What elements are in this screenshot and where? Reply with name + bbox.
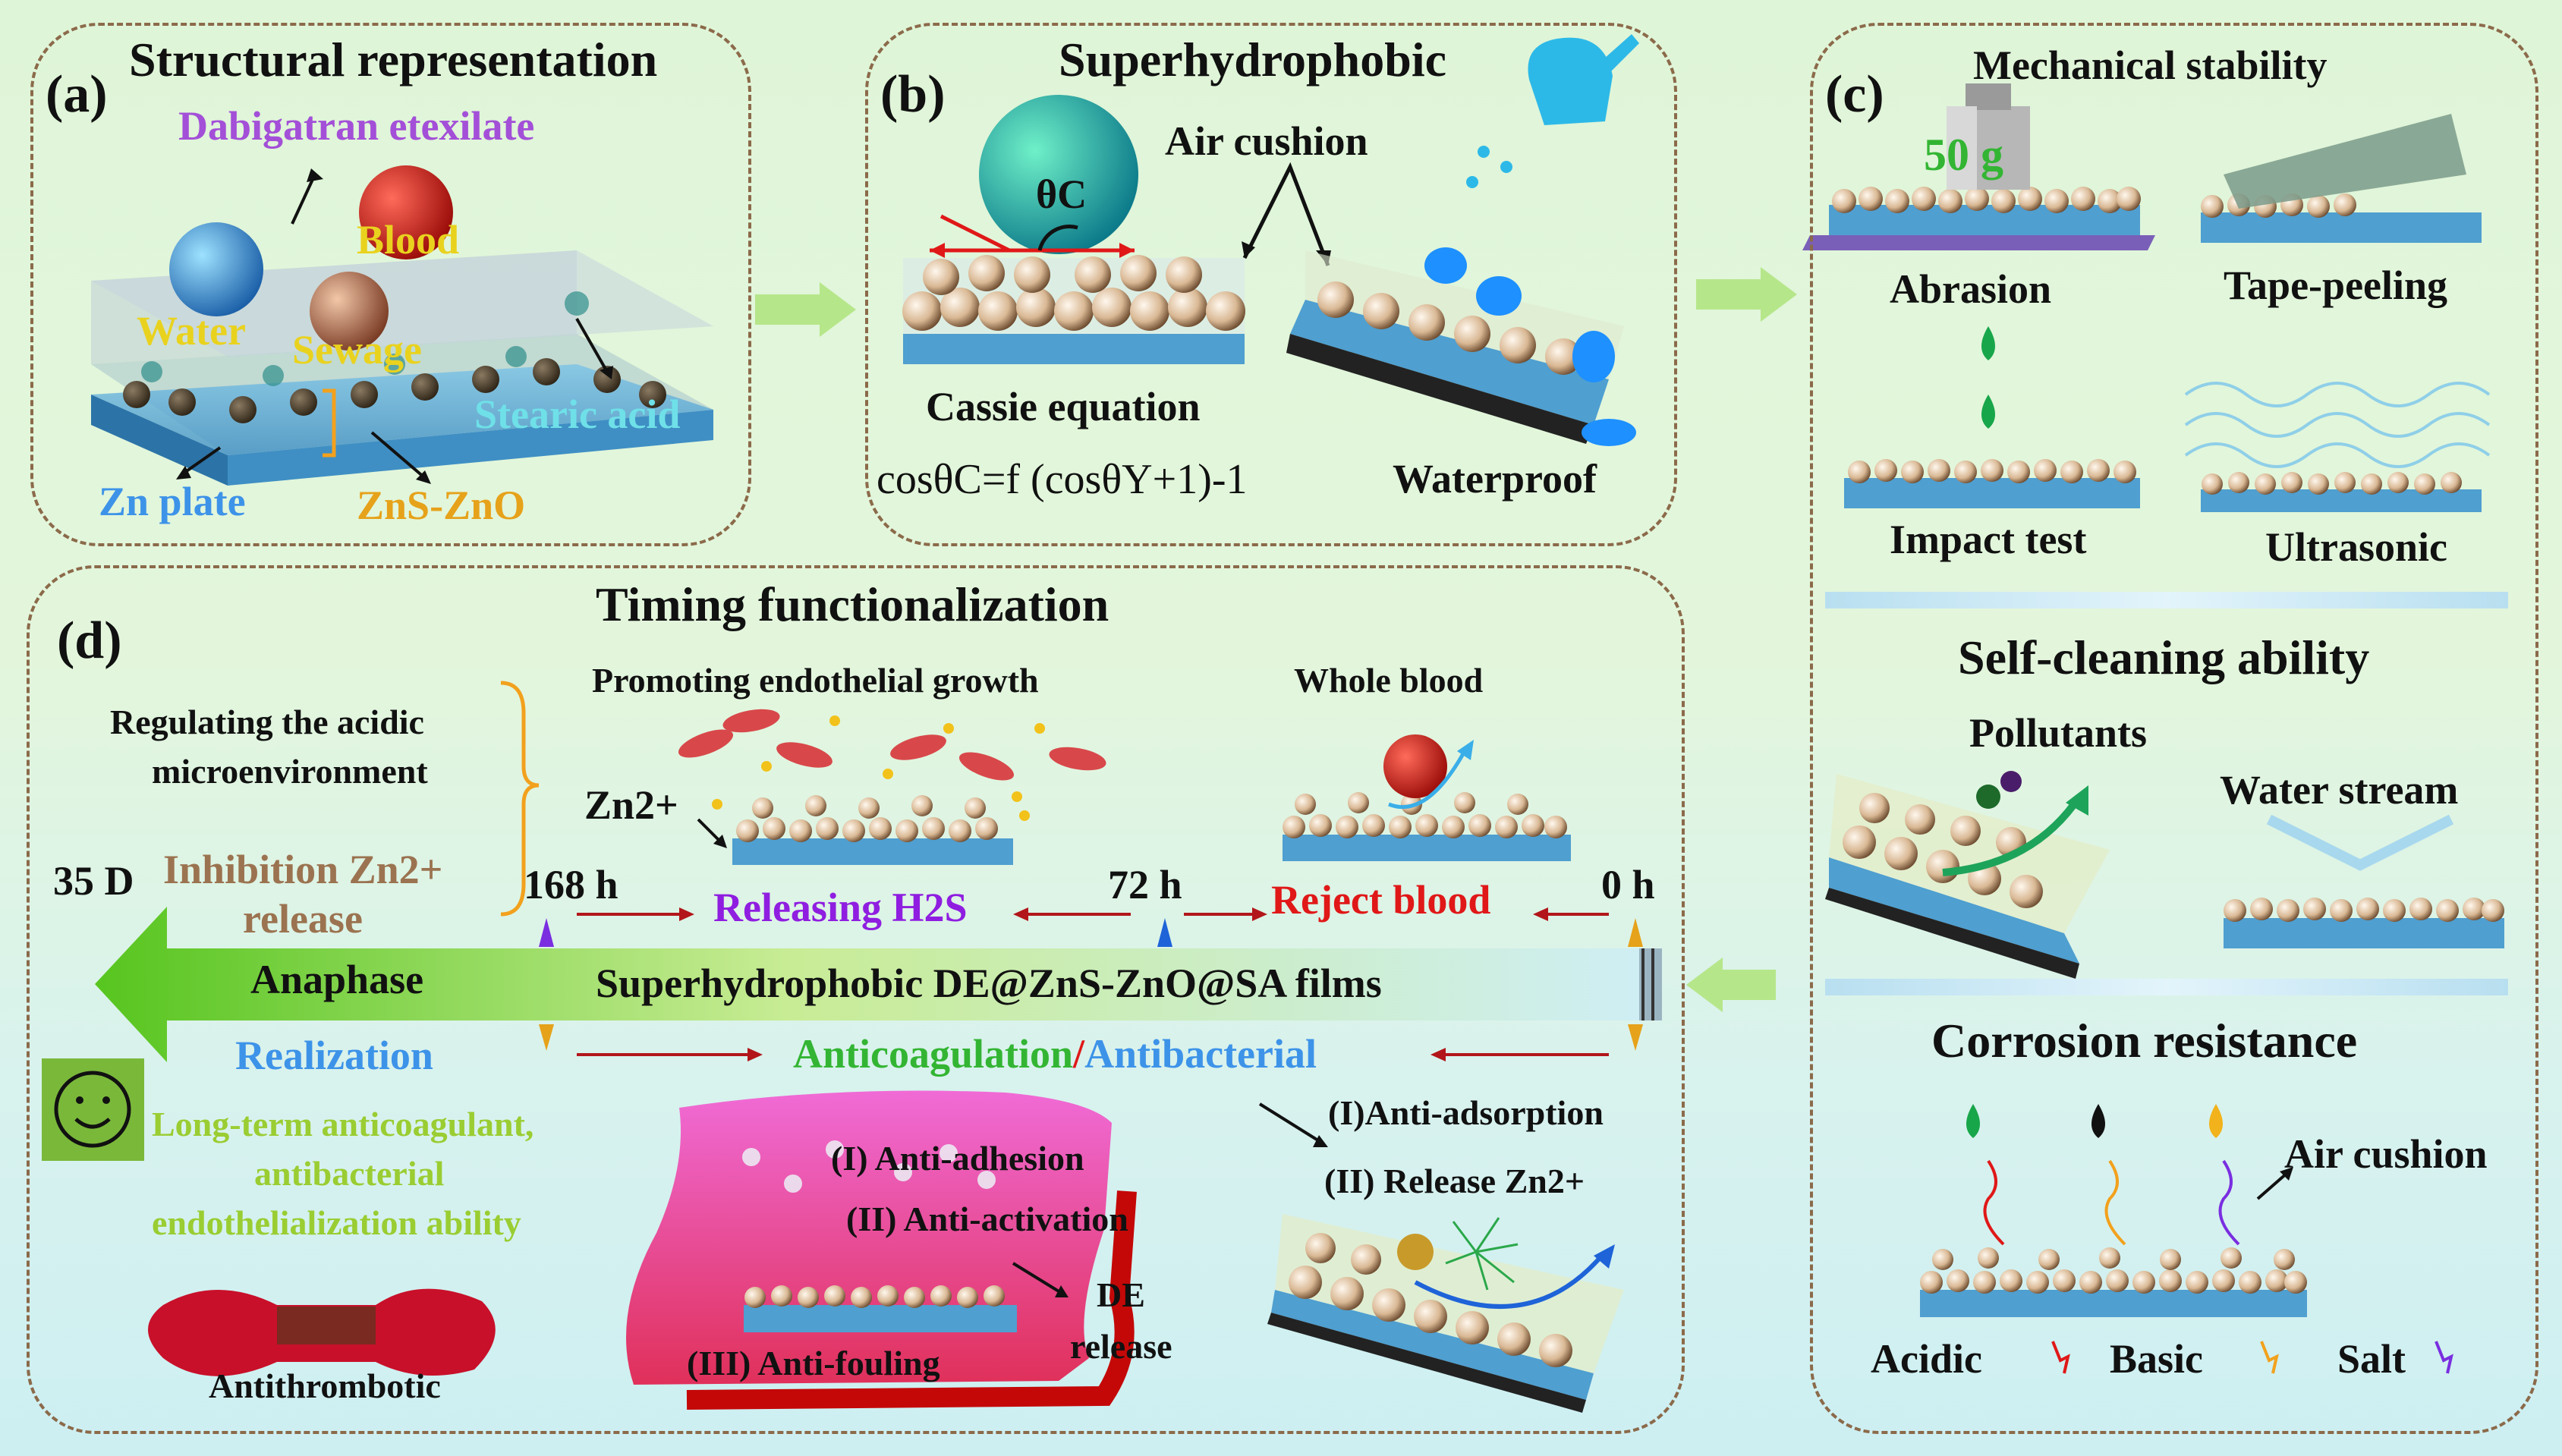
panel-c-graphic bbox=[1802, 83, 2508, 1374]
label-anti-adsorption: (I)Anti-adsorption bbox=[1328, 1093, 1604, 1132]
panel-a-title: Structural representation bbox=[129, 33, 658, 86]
label-zn-plate: Zn plate bbox=[99, 479, 246, 524]
label-weight: 50 g bbox=[1924, 130, 2003, 180]
label-anticoag-antibact: Anticoagulation/Antibacterial bbox=[793, 1030, 1317, 1077]
label-cassie-equation: cosθC=f (cosθY+1)-1 bbox=[877, 456, 1248, 503]
label-promoting: Promoting endothelial growth bbox=[592, 661, 1039, 700]
label-antibacterial: Antibacterial bbox=[1084, 1031, 1317, 1077]
panel-c-title-mechanical: Mechanical stability bbox=[1973, 42, 2328, 88]
label-tape-peeling: Tape-peeling bbox=[2224, 263, 2448, 308]
label-stearic-acid: Stearic acid bbox=[474, 392, 681, 437]
label-blood: Blood bbox=[357, 217, 460, 263]
label-impact-test: Impact test bbox=[1890, 517, 2087, 562]
panel-b-letter: (b) bbox=[880, 65, 946, 124]
label-air-cushion-b: Air cushion bbox=[1165, 118, 1368, 164]
label-salt: Salt bbox=[2337, 1336, 2406, 1382]
panel-b-title: Superhydrophobic bbox=[1059, 33, 1446, 86]
label-ultrasonic: Ultrasonic bbox=[2265, 524, 2447, 570]
label-pollutants: Pollutants bbox=[1969, 710, 2148, 756]
label-release-zn: (II) Release Zn2+ bbox=[1324, 1162, 1585, 1200]
label-basic: Basic bbox=[2110, 1336, 2204, 1382]
label-anticoagulation: Anticoagulation bbox=[793, 1031, 1074, 1077]
panel-a bbox=[30, 23, 751, 546]
label-longterm-1: Long-term anticoagulant, bbox=[152, 1105, 534, 1143]
label-longterm-3: endothelialization ability bbox=[152, 1203, 521, 1242]
label-whole-blood: Whole blood bbox=[1294, 661, 1484, 700]
label-waterproof: Waterproof bbox=[1393, 456, 1597, 502]
label-anti-activation: (II) Anti-activation bbox=[846, 1200, 1128, 1238]
label-acidic: Acidic bbox=[1871, 1336, 1982, 1382]
label-antithrombotic: Antithrombotic bbox=[209, 1366, 441, 1405]
label-sewage: Sewage bbox=[292, 327, 422, 373]
label-air-cushion-c: Air cushion bbox=[2284, 1131, 2488, 1177]
label-de-release: release bbox=[1070, 1327, 1172, 1366]
label-regulating-2: microenvironment bbox=[152, 752, 428, 791]
label-anaphase: Anaphase bbox=[250, 957, 424, 1002]
panel-d bbox=[27, 565, 1685, 1434]
label-reject-blood: Reject blood bbox=[1271, 877, 1491, 923]
label-water: Water bbox=[137, 308, 246, 354]
panel-b bbox=[865, 23, 1677, 546]
label-dabigatran: Dabigatran etexilate bbox=[178, 103, 535, 149]
label-35d: 35 D bbox=[53, 858, 134, 904]
panel-c-title-self-cleaning: Self-cleaning ability bbox=[1958, 631, 2370, 684]
label-anti-adhesion: (I) Anti-adhesion bbox=[831, 1139, 1084, 1178]
label-inhibition-1: Inhibition Zn2+ bbox=[163, 847, 443, 892]
label-films: Superhydrophobic DE@ZnS-ZnO@SA films bbox=[596, 961, 1382, 1006]
label-water-stream: Water stream bbox=[2220, 767, 2459, 813]
label-abrasion: Abrasion bbox=[1890, 266, 2052, 312]
label-theta-c: θC bbox=[1036, 171, 1087, 217]
label-releasing-h2s: Releasing H2S bbox=[713, 885, 968, 930]
label-de: DE bbox=[1097, 1275, 1145, 1314]
label-zn-ion: Zn2+ bbox=[584, 782, 678, 828]
panel-d-letter: (d) bbox=[57, 612, 122, 670]
label-anti-fouling: (III) Anti-fouling bbox=[687, 1344, 940, 1382]
label-longterm-2: antibacterial bbox=[254, 1154, 445, 1193]
panel-d-graphic bbox=[42, 681, 1662, 1413]
panel-a-graphic bbox=[91, 165, 713, 486]
panel-c-letter: (c) bbox=[1825, 65, 1884, 124]
label-regulating-1: Regulating the acidic bbox=[110, 703, 424, 741]
label-zns-zno: ZnS-ZnO bbox=[357, 483, 526, 528]
label-inhibition-2: release bbox=[243, 896, 363, 942]
panel-c bbox=[1810, 23, 2538, 1434]
label-0h: 0 h bbox=[1601, 862, 1655, 907]
label-cassie: Cassie equation bbox=[926, 384, 1201, 429]
label-72h: 72 h bbox=[1108, 862, 1182, 907]
panel-d-title: Timing functionalization bbox=[596, 577, 1109, 631]
panel-a-letter: (a) bbox=[46, 65, 108, 124]
label-slash: / bbox=[1073, 1031, 1085, 1077]
flow-arrows bbox=[755, 267, 1797, 1012]
panel-b-graphic bbox=[902, 34, 1639, 446]
label-realization: Realization bbox=[235, 1033, 433, 1078]
panel-c-title-corrosion: Corrosion resistance bbox=[1931, 1014, 2358, 1068]
label-168h: 168 h bbox=[524, 862, 618, 907]
